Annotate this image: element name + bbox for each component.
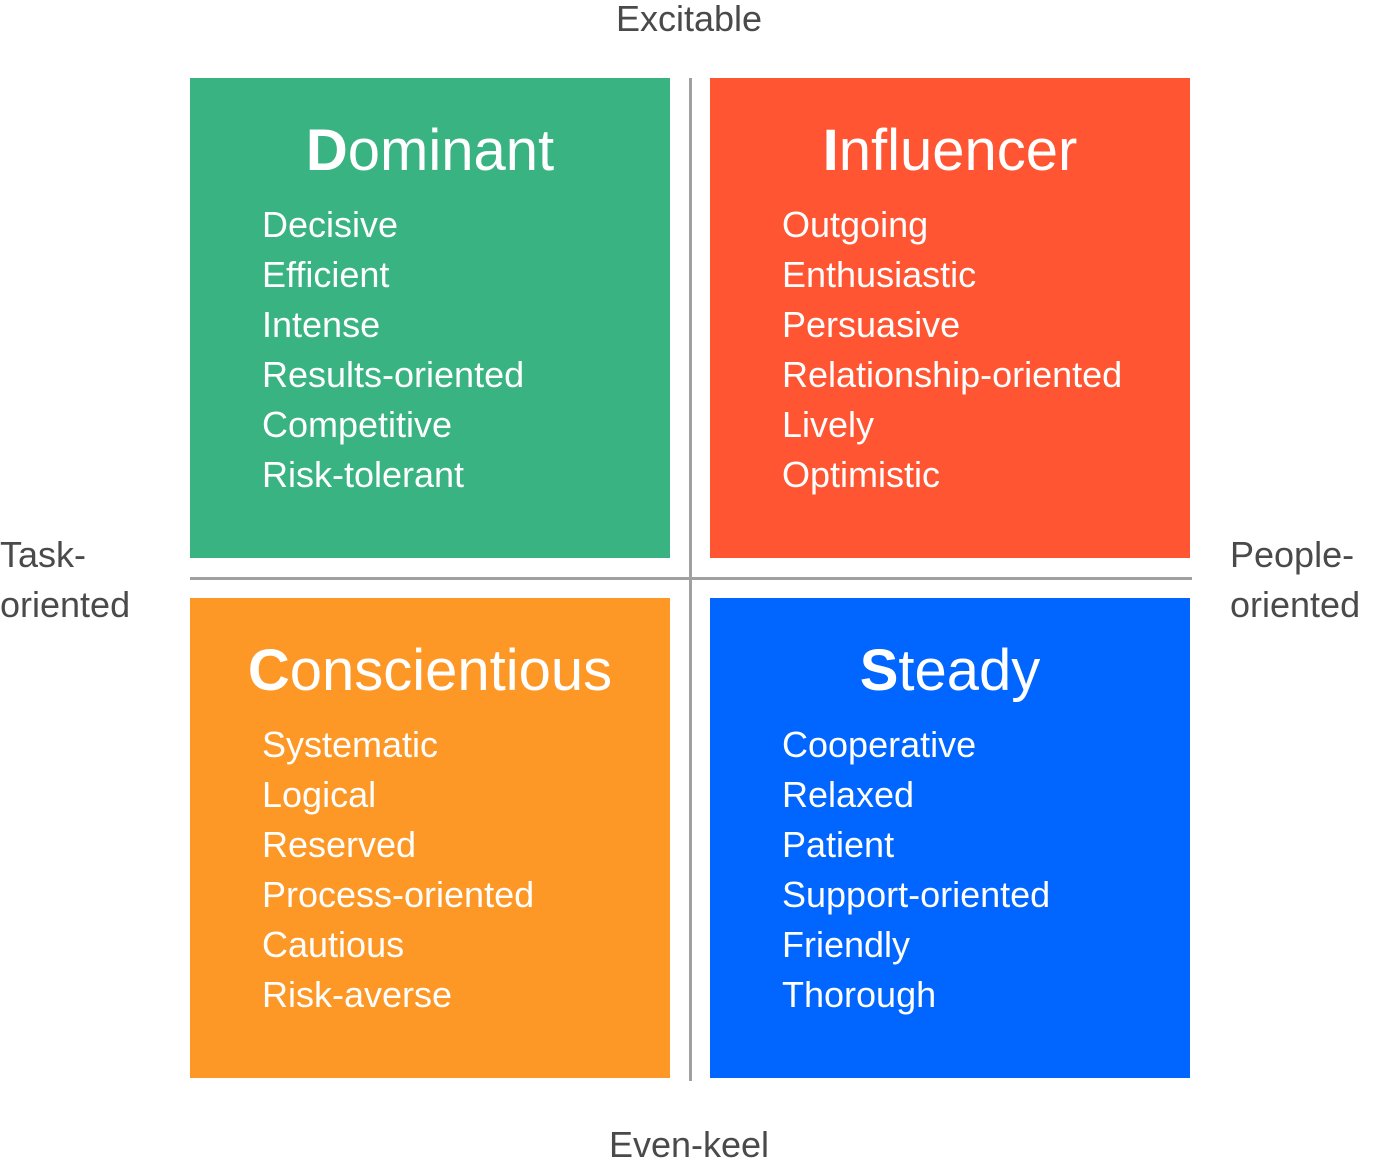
trait-item: Patient [782,824,895,865]
quadrant-title: Conscientious [190,636,670,706]
trait-item: Relaxed [782,774,915,815]
trait-item: Results-oriented [262,354,525,395]
title-rest: teady [898,638,1041,703]
quadrant-title: Steady [710,636,1190,706]
trait-item: Process-oriented [262,874,535,915]
quadrant-influencer: Influencer Outgoing Enthusiastic Persuas… [710,78,1190,558]
trait-list: Cooperative Relaxed Patient Support-orie… [782,720,1050,1020]
trait-item: Cautious [262,924,405,965]
title-rest: onscientious [289,638,613,703]
quadrant-dominant: Dominant Decisive Efficient Intense Resu… [190,78,670,558]
quadrant-title: Influencer [710,116,1190,186]
trait-list: Decisive Efficient Intense Results-orien… [262,200,524,500]
horizontal-divider [190,577,1192,580]
title-rest: nfluencer [838,118,1078,183]
trait-item: Enthusiastic [782,254,977,295]
trait-item: Optimistic [782,454,941,495]
axis-label-left-line2: oriented [0,584,131,625]
trait-item: Efficient [262,254,390,295]
axis-label-right: People- oriented [1230,530,1360,630]
quadrant-title: Dominant [190,116,670,186]
trait-item: Decisive [262,204,399,245]
trait-item: Outgoing [782,204,929,245]
trait-item: Support-oriented [782,874,1051,915]
trait-item: Cooperative [782,724,977,765]
axis-label-bottom: Even-keel [608,1124,770,1165]
trait-item: Thorough [782,974,937,1015]
title-rest: ominant [347,118,555,183]
axis-label-left: Task- oriented [0,530,130,630]
title-initial: S [859,638,899,703]
title-initial: C [247,638,290,703]
trait-item: Systematic [262,724,439,765]
trait-item: Relationship-oriented [782,354,1123,395]
trait-item: Risk-averse [262,974,453,1015]
axis-label-left-line1: Task- [0,534,87,575]
axis-label-right-line1: People- [1230,534,1355,575]
axis-label-top: Excitable [615,0,763,39]
trait-list: Outgoing Enthusiastic Persuasive Relatio… [782,200,1122,500]
trait-item: Reserved [262,824,417,865]
quadrant-conscientious: Conscientious Systematic Logical Reserve… [190,598,670,1078]
trait-item: Persuasive [782,304,961,345]
title-initial: I [822,118,839,183]
trait-list: Systematic Logical Reserved Process-orie… [262,720,534,1020]
trait-item: Friendly [782,924,911,965]
trait-item: Logical [262,774,377,815]
quadrant-steady: Steady Cooperative Relaxed Patient Suppo… [710,598,1190,1078]
trait-item: Competitive [262,404,453,445]
axis-label-right-line2: oriented [1230,584,1361,625]
trait-item: Intense [262,304,381,345]
title-initial: D [305,118,348,183]
trait-item: Lively [782,404,875,445]
trait-item: Risk-tolerant [262,454,465,495]
